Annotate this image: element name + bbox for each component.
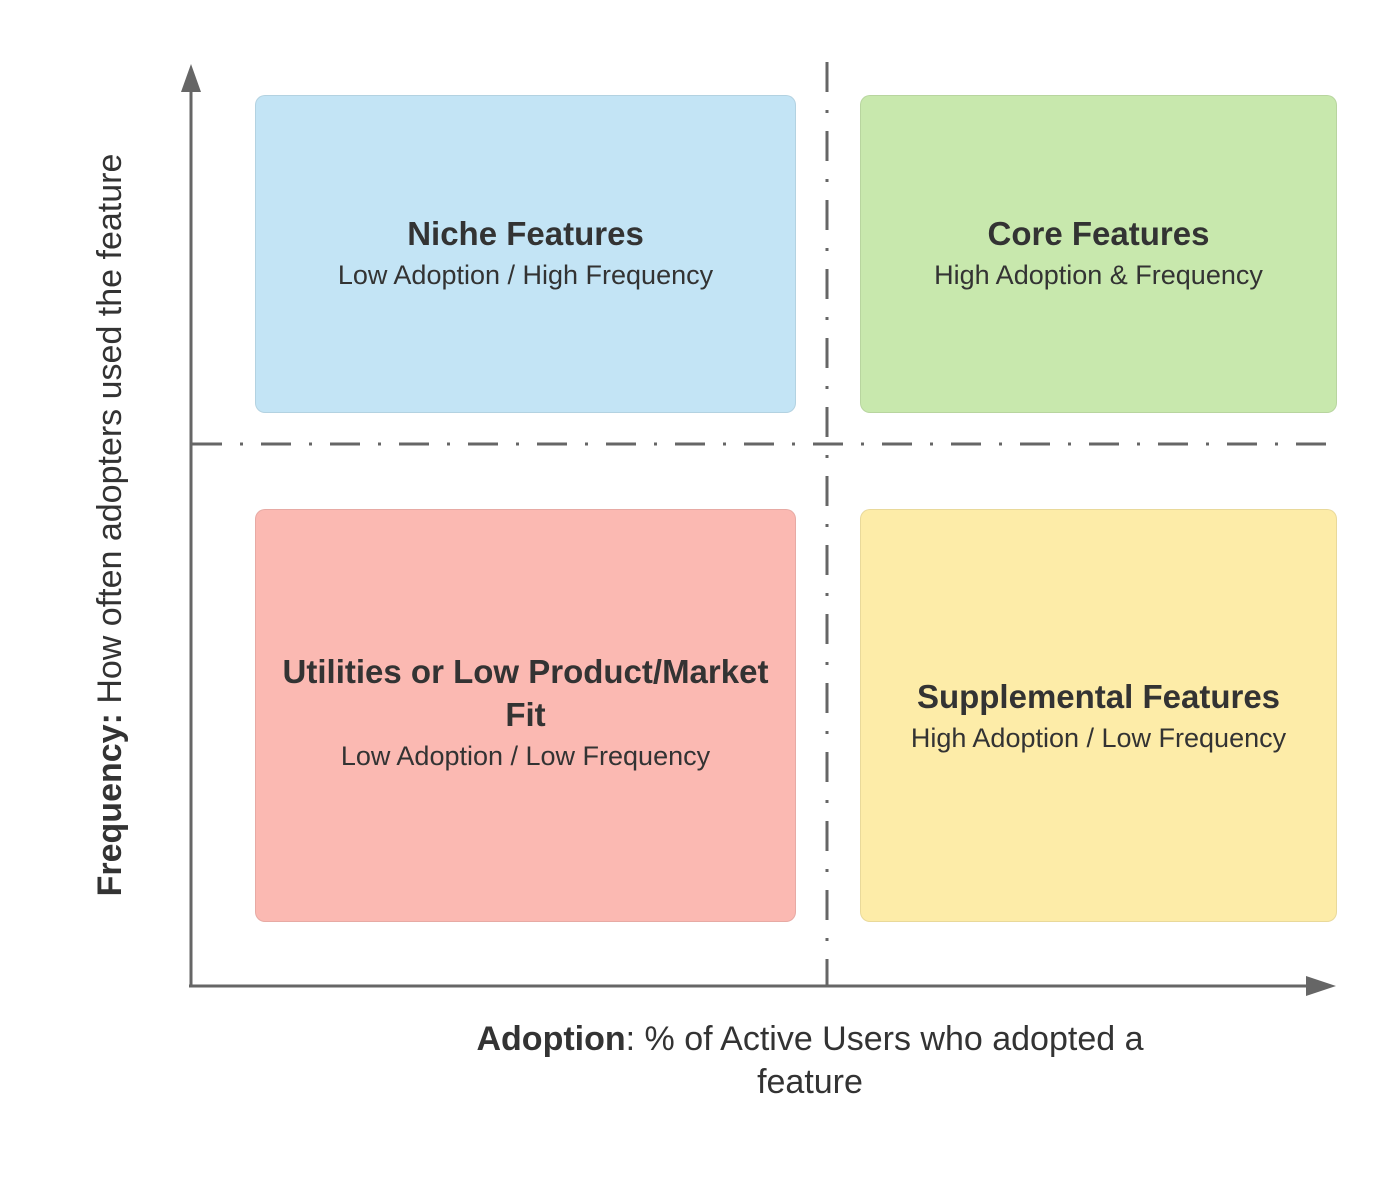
y-axis-label: Frequency: How often adopters used the f… — [85, 125, 135, 925]
quadrant-subtitle: Low Adoption / Low Frequency — [340, 741, 711, 771]
y-axis-arrow-icon — [181, 64, 201, 92]
quadrant-core-features: Core Features High Adoption & Frequency — [860, 95, 1337, 413]
x-axis-arrow-icon — [1306, 976, 1336, 996]
x-axis-label: Adoption: % of Active Users who adopted … — [440, 1018, 1180, 1104]
quadrant-subtitle: High Adoption / Low Frequency — [910, 723, 1287, 753]
quadrant-title: Core Features — [987, 215, 1210, 252]
y-axis-label-text: How often adopters used the feature — [91, 153, 129, 714]
quadrant-title: Utilities or Low Product/Market Fit — [282, 653, 769, 733]
x-axis-label-text: : % of Active Users who adopted a featur… — [625, 1020, 1144, 1101]
quadrant-subtitle: Low Adoption / High Frequency — [337, 260, 714, 290]
quadrant-supplemental-features: Supplemental Features High Adoption / Lo… — [860, 509, 1337, 922]
y-axis-label-bold: Frequency: — [91, 713, 129, 897]
quadrant-niche-features: Niche Features Low Adoption / High Frequ… — [255, 95, 796, 413]
x-axis-label-bold: Adoption — [476, 1020, 626, 1058]
quadrant-utilities: Utilities or Low Product/Market Fit Low … — [255, 509, 796, 922]
quadrant-title: Niche Features — [407, 215, 644, 252]
quadrant-subtitle: High Adoption & Frequency — [934, 260, 1263, 290]
quadrant-title: Supplemental Features — [916, 678, 1281, 715]
